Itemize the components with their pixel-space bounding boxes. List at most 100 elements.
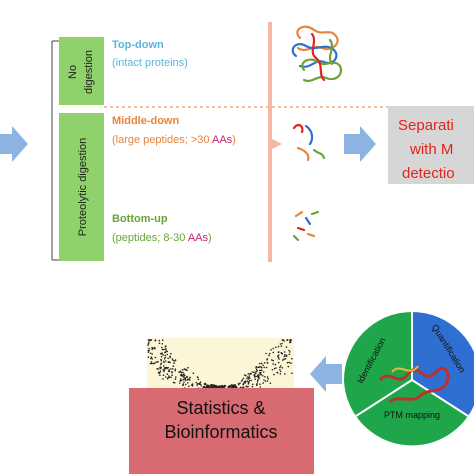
volcano-point	[161, 348, 164, 351]
no-digestion-box	[59, 37, 104, 105]
volcano-point	[279, 370, 282, 373]
volcano-point	[276, 372, 279, 374]
volcano-point	[228, 385, 231, 388]
volcano-point	[255, 366, 258, 368]
volcano-point	[271, 369, 274, 371]
volcano-point	[291, 372, 293, 375]
volcano-point	[180, 373, 182, 376]
volcano-point	[150, 357, 152, 360]
middle-down-desc-suffix: )	[232, 134, 236, 146]
volcano-point	[196, 383, 199, 385]
volcano-point	[285, 346, 288, 348]
volcano-point	[147, 342, 150, 345]
separation-line2: with M	[409, 141, 453, 158]
volcano-point	[162, 378, 164, 380]
volcano-point	[158, 342, 161, 345]
volcano-point	[200, 385, 202, 387]
volcano-point	[218, 385, 221, 388]
volcano-point	[163, 370, 165, 373]
bottom-up-title: Bottom-up	[112, 213, 168, 225]
volcano-point	[256, 369, 259, 372]
volcano-point	[182, 375, 184, 378]
volcano-point	[150, 339, 152, 341]
volcano-point	[258, 362, 261, 365]
volcano-point	[287, 365, 290, 368]
volcano-point	[172, 381, 175, 384]
volcano-point	[251, 371, 253, 373]
volcano-point	[274, 346, 277, 349]
analysis-pie: Identification Quantification PTM mappin…	[344, 312, 474, 446]
volcano-point	[251, 385, 254, 388]
volcano-point	[264, 380, 267, 382]
volcano-point	[191, 384, 194, 387]
volcano-point	[183, 368, 186, 370]
volcano-point	[166, 367, 168, 370]
volcano-point	[168, 376, 171, 379]
volcano-point	[278, 358, 280, 360]
volcano-point	[182, 374, 185, 376]
volcano-point	[150, 356, 153, 359]
volcano-point	[153, 362, 156, 365]
volcano-point	[162, 368, 164, 371]
volcano-point	[175, 376, 177, 378]
volcano-point	[165, 345, 167, 347]
volcano-point	[291, 357, 293, 360]
volcano-point	[154, 347, 156, 350]
volcano-point	[277, 356, 280, 359]
volcano-point	[267, 378, 269, 380]
volcano-point	[182, 378, 185, 381]
volcano-point	[197, 378, 200, 381]
volcano-point	[273, 367, 276, 370]
to-volcano-arrow	[310, 356, 342, 392]
volcano-point	[161, 352, 163, 354]
volcano-point	[167, 357, 169, 360]
volcano-point	[151, 347, 154, 349]
volcano-point	[256, 383, 258, 386]
volcano-point	[247, 378, 250, 380]
volcano-point	[167, 366, 169, 369]
volcano-point	[159, 363, 162, 366]
volcano-point	[161, 339, 164, 342]
volcano-point	[163, 348, 165, 351]
volcano-point	[253, 371, 255, 374]
volcano-point	[166, 373, 169, 375]
volcano-point	[169, 361, 171, 364]
middle-down-desc: (large peptides; >30 AAs)	[112, 134, 236, 146]
volcano-point	[151, 358, 153, 360]
volcano-point	[262, 382, 265, 384]
volcano-point	[188, 385, 190, 388]
volcano-point	[163, 361, 165, 364]
stats-line1: Statistics &	[176, 398, 265, 418]
volcano-point	[199, 383, 201, 386]
volcano-point	[285, 355, 288, 357]
volcano-point	[246, 385, 248, 388]
volcano-point	[260, 371, 262, 374]
proteolytic-digestion-label: Proteolytic digestion	[77, 138, 89, 236]
volcano-point	[272, 363, 274, 365]
volcano-point	[263, 366, 266, 369]
volcano-point	[269, 382, 272, 385]
volcano-point	[183, 376, 185, 379]
volcano-point	[268, 352, 271, 355]
volcano-point	[186, 378, 189, 381]
volcano-point	[258, 375, 260, 377]
middle-down-desc-prefix: (large peptides; >30	[112, 134, 212, 146]
volcano-point	[164, 351, 167, 354]
volcano-point	[170, 376, 172, 379]
volcano-point	[174, 378, 177, 380]
volcano-point	[243, 381, 245, 384]
volcano-point	[147, 349, 150, 352]
volcano-point	[167, 370, 170, 372]
separation-line3: detectio	[402, 165, 455, 182]
volcano-point	[167, 375, 170, 377]
volcano-point	[192, 372, 195, 375]
volcano-point	[162, 354, 164, 356]
volcano-point	[260, 362, 263, 365]
volcano-point	[283, 355, 286, 358]
volcano-point	[260, 366, 263, 369]
volcano-point	[159, 370, 162, 373]
volcano-point	[184, 375, 186, 377]
bottom-up-desc-prefix: (peptides; 8-30	[112, 232, 188, 244]
short-peptides-icon	[292, 210, 320, 242]
volcano-point	[277, 355, 279, 358]
